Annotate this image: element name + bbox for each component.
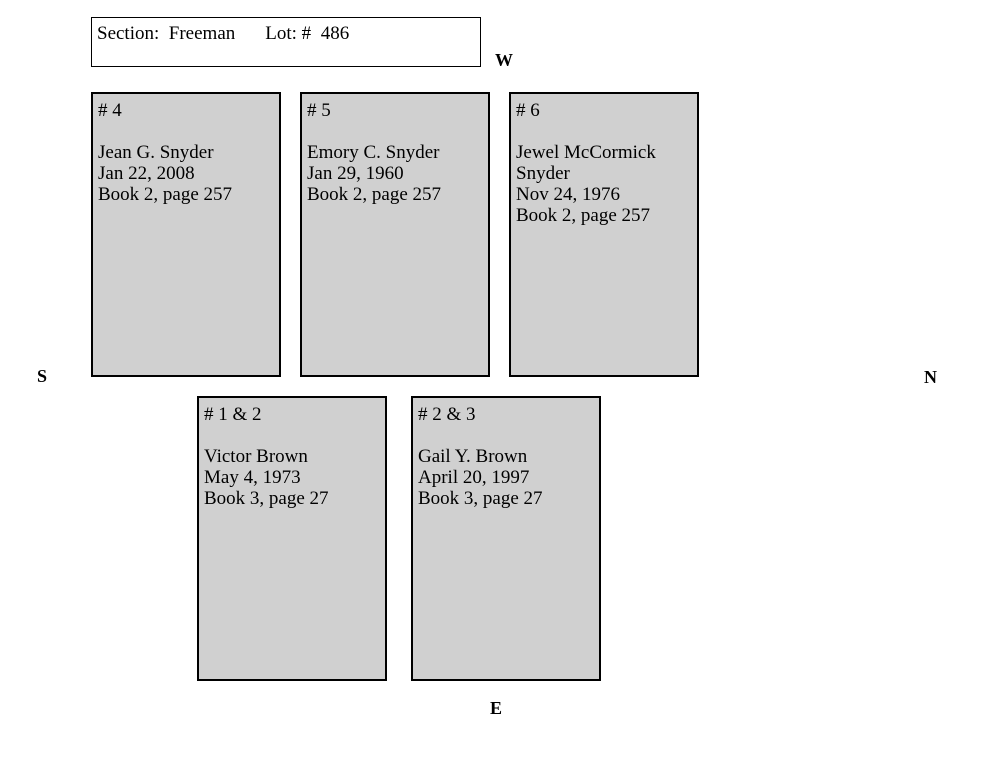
- plot-date: Jan 22, 2008: [98, 163, 195, 184]
- section-lot-header: Section: Freeman Lot: # 486: [91, 17, 481, 67]
- compass-west: W: [495, 50, 513, 70]
- grave-plot: # 2 & 3 Gail Y. Brown April 20, 1997 Boo…: [411, 396, 601, 681]
- plot-name: Victor Brown: [204, 446, 308, 467]
- plot-number: # 2 & 3: [418, 404, 476, 425]
- compass-east: E: [490, 698, 503, 718]
- lot-label: Lot: #: [265, 23, 312, 44]
- plot-date: Nov 24, 1976: [516, 184, 620, 205]
- grave-plot: # 1 & 2 Victor Brown May 4, 1973 Book 3,…: [197, 396, 387, 681]
- plot-date: April 20, 1997: [418, 467, 530, 488]
- plot-name-continued: Snyder: [516, 163, 570, 184]
- plot-date: May 4, 1973: [204, 467, 301, 488]
- plot-record: Book 3, page 27: [418, 488, 543, 509]
- plot-record: Book 3, page 27: [204, 488, 329, 509]
- lot-value: 486: [320, 23, 350, 44]
- plot-number: # 4: [98, 100, 122, 121]
- plot-name: Emory C. Snyder: [307, 142, 440, 163]
- compass-north: N: [924, 367, 937, 387]
- plot-record: Book 2, page 257: [516, 205, 651, 226]
- section-value: Freeman: [168, 23, 236, 44]
- plot-name: Gail Y. Brown: [418, 446, 528, 467]
- plot-name: Jean G. Snyder: [98, 142, 214, 163]
- compass-south: S: [37, 366, 48, 386]
- plot-number: # 1 & 2: [204, 404, 262, 425]
- plot-date: Jan 29, 1960: [307, 163, 404, 184]
- plot-number: # 6: [516, 100, 540, 121]
- plot-record: Book 2, page 257: [98, 184, 233, 205]
- grave-plot: # 4 Jean G. Snyder Jan 22, 2008 Book 2, …: [91, 92, 281, 377]
- plot-record: Book 2, page 257: [307, 184, 442, 205]
- plot-name: Jewel McCormick: [516, 142, 656, 163]
- grave-plot: # 5 Emory C. Snyder Jan 29, 1960 Book 2,…: [300, 92, 490, 377]
- grave-plot: # 6 Jewel McCormick Snyder Nov 24, 1976 …: [509, 92, 699, 377]
- plot-number: # 5: [307, 100, 331, 121]
- section-label: Section:: [97, 23, 160, 44]
